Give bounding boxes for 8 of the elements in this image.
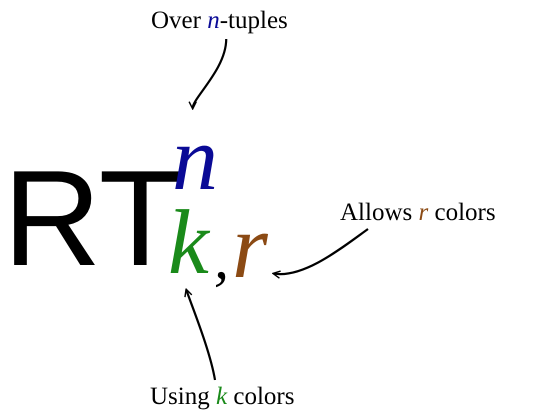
leader-arrow xyxy=(190,38,228,110)
annotation-text: Over n-tuples xyxy=(151,8,288,33)
subscript-separator: , xyxy=(214,228,229,288)
annotation-text: Using k colors xyxy=(150,384,294,409)
leader-arrow xyxy=(272,228,369,278)
annotation-text: Allows r colors xyxy=(340,200,496,225)
subscript-letter: r xyxy=(232,200,268,292)
leader-arrow xyxy=(184,288,216,380)
